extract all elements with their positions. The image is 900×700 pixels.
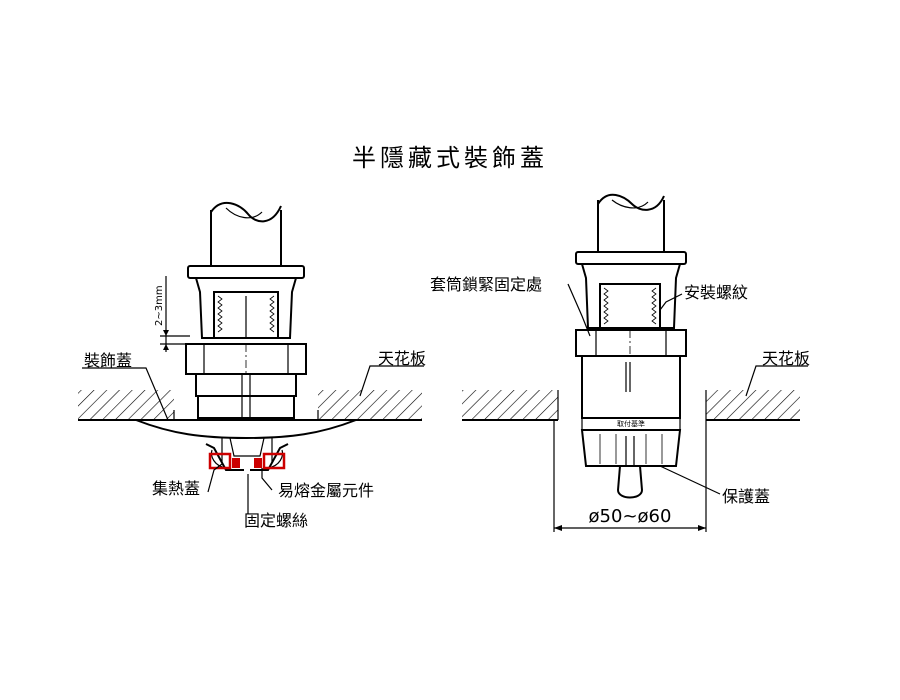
fusible-element-leader (261, 468, 273, 491)
left-body (195, 373, 297, 419)
label-ceiling-left: 天花板 (378, 349, 426, 368)
ceiling-right-leader (745, 365, 808, 397)
label-cover-plate: 裝飾蓋 (84, 351, 132, 370)
right-fitting (575, 251, 687, 329)
label-fixing-screw: 固定螺絲 (244, 511, 308, 530)
right-pipe (597, 193, 665, 254)
label-protective-cap: 保護蓋 (722, 487, 770, 506)
cover-plate-leader (82, 367, 169, 421)
left-fitting (187, 265, 305, 339)
left-pipe (210, 201, 282, 268)
protective-cap-leader (659, 465, 721, 495)
right-body: 取付基準 (580, 355, 682, 499)
label-install-thread: 安裝螺紋 (684, 283, 748, 302)
right-diameter-dimension (553, 420, 707, 532)
left-fusible-element (208, 452, 286, 470)
label-ceiling-right: 天花板 (762, 349, 810, 368)
diagram-title: 半隱藏式裝飾蓋 (352, 144, 548, 172)
left-ceiling (78, 390, 422, 421)
left-gap-dimension: 2~3mm (154, 276, 190, 352)
label-sleeve-lock: 套筒鎖緊固定處 (430, 275, 542, 294)
right-ceiling (462, 390, 800, 421)
left-cover-plate (135, 419, 357, 440)
gap-dimension-label: 2~3mm (154, 285, 165, 326)
sleeve-lock-leader (567, 283, 591, 337)
label-reference-mark: 取付基準 (617, 419, 645, 428)
install-thread-leader (659, 293, 683, 311)
label-heat-collector: 集熱蓋 (152, 479, 200, 498)
heat-collector-leader (207, 463, 223, 493)
right-hex-nut (575, 329, 687, 357)
label-fusible-element: 易熔金屬元件 (278, 481, 374, 500)
right-sprinkler-drawing: 取付基準 (462, 193, 808, 532)
label-diameter-range: ø50~ø60 (589, 506, 672, 527)
left-sprinkler-drawing: 2~3mm (78, 201, 424, 514)
ceiling-leader (359, 365, 424, 397)
